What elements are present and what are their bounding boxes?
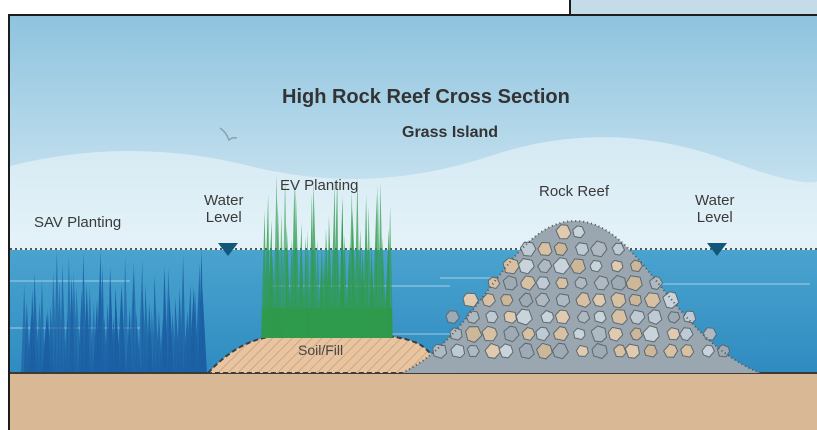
label-soil-fill: Soil/Fill (298, 342, 344, 358)
label-water-level-right-line1: Water (695, 192, 735, 209)
bird-icon (219, 127, 238, 142)
label-water-level-left-line1: Water (204, 192, 244, 209)
label-ev-planting: EV Planting (280, 177, 359, 194)
label-water-level-right-line2: Level (696, 208, 733, 226)
water-level-marker-left (218, 243, 238, 256)
ev-grass (261, 173, 393, 338)
rock-reef-outline (401, 219, 761, 374)
ground (10, 373, 817, 430)
label-sav-planting: SAV Planting (34, 214, 122, 231)
cloud-band (10, 137, 817, 250)
cross-section-diagram: High Rock Reef Cross Section Grass Islan… (8, 14, 817, 430)
label-water-level-right: Water Level (695, 192, 735, 227)
diagram-title: High Rock Reef Cross Section (282, 86, 570, 108)
label-rock-reef: Rock Reef (539, 183, 610, 200)
water-level-marker-right (707, 243, 727, 256)
diagram-canvas (10, 16, 817, 430)
label-water-level-left: Water Level (204, 192, 244, 227)
sav-grass (21, 248, 207, 373)
diagram-subtitle: Grass Island (402, 124, 499, 141)
label-water-level-left-line2: Level (205, 208, 242, 226)
